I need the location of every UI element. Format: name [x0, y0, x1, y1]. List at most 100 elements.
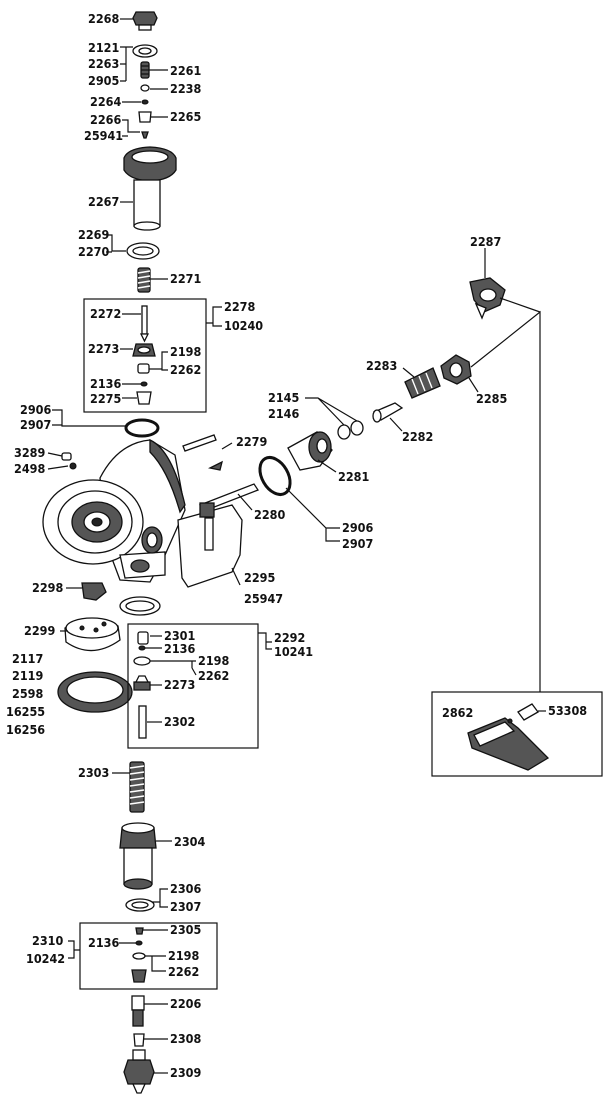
kit-box-2278 [83, 298, 207, 413]
part-2268 [132, 11, 158, 31]
part-2206 [131, 995, 145, 1027]
part-2298 [81, 582, 107, 601]
label-2265: 2265 [170, 109, 201, 124]
part-2136b [138, 645, 146, 651]
label-3289: 3289 [14, 445, 45, 460]
part-2265 [138, 111, 152, 123]
part-2136c [135, 940, 143, 946]
label-2279: 2279 [236, 434, 267, 449]
part-2238 [140, 84, 150, 92]
part-2264 [141, 99, 149, 105]
part-2303 [129, 761, 145, 813]
label-2298: 2298 [32, 580, 63, 595]
label-2145: 2145 [268, 390, 299, 405]
label-2198a: 2198 [170, 344, 201, 359]
label-2292: 2292 [274, 630, 305, 645]
label-2299: 2299 [24, 623, 55, 638]
part-2906b [258, 456, 292, 496]
part-25941 [141, 131, 149, 139]
part-2198a [137, 363, 150, 374]
label-2310: 2310 [32, 933, 63, 948]
label-10241: 10241 [274, 644, 313, 659]
label-16255: 16255 [6, 704, 45, 719]
part-2117-ring [57, 671, 133, 713]
label-2304: 2304 [174, 834, 205, 849]
part-2304 [119, 822, 157, 890]
label-2273b: 2273 [164, 677, 195, 692]
part-3289 [61, 452, 77, 470]
label-2146: 2146 [268, 406, 299, 421]
label-2282: 2282 [402, 429, 433, 444]
label-2238: 2238 [170, 81, 201, 96]
label-2907b: 2907 [342, 536, 373, 551]
label-2905: 2905 [88, 73, 119, 88]
label-2283: 2283 [366, 358, 397, 373]
label-2285: 2285 [476, 391, 507, 406]
label-2136c: 2136 [88, 935, 119, 950]
label-2117: 2117 [12, 651, 43, 666]
kit-box-2292 [127, 623, 259, 749]
label-2119: 2119 [12, 668, 43, 683]
part-main-housing [42, 438, 186, 583]
part-2146 [350, 420, 364, 436]
label-2295: 2295 [244, 570, 275, 585]
label-53308: 53308 [548, 703, 587, 718]
label-2264: 2264 [90, 94, 121, 109]
label-2262c: 2262 [168, 964, 199, 979]
label-2287: 2287 [470, 234, 501, 249]
label-2271: 2271 [170, 271, 201, 286]
label-25941: 25941 [84, 128, 123, 143]
label-25947: 25947 [244, 591, 283, 606]
label-2906b: 2906 [342, 520, 373, 535]
label-2281: 2281 [338, 469, 369, 484]
label-2862: 2862 [442, 705, 473, 720]
leader-lines [47, 18, 546, 1074]
label-2906a: 2906 [20, 402, 51, 417]
part-2136a [140, 381, 148, 387]
label-2278: 2278 [224, 299, 255, 314]
label-2198c: 2198 [168, 948, 199, 963]
label-2303: 2303 [78, 765, 109, 780]
label-2305: 2305 [170, 922, 201, 937]
part-2862 [467, 717, 550, 771]
label-2269: 2269 [78, 227, 109, 242]
label-2301: 2301 [164, 628, 195, 643]
part-2280 [177, 483, 259, 588]
label-2308: 2308 [170, 1031, 201, 1046]
label-2498: 2498 [14, 461, 45, 476]
part-2309 [123, 1049, 155, 1094]
label-2266: 2266 [90, 112, 121, 127]
part-2282 [372, 402, 404, 423]
part-2299 [64, 617, 121, 652]
label-2261: 2261 [170, 63, 201, 78]
label-2280: 2280 [254, 507, 285, 522]
label-2206: 2206 [170, 996, 201, 1011]
label-10242: 10242 [26, 951, 65, 966]
part-2906a [124, 418, 160, 438]
part-2287 [469, 277, 506, 320]
part-2302 [138, 705, 147, 739]
part-2308 [133, 1033, 145, 1047]
label-2198b: 2198 [198, 653, 229, 668]
label-2306: 2306 [170, 881, 201, 896]
label-2270: 2270 [78, 244, 109, 259]
callout-labels: 2268 2121 2263 2905 2261 2238 2264 2266 … [6, 11, 587, 1080]
part-2198b [133, 656, 151, 666]
kit-box-2310 [79, 922, 218, 990]
label-2275: 2275 [90, 391, 121, 406]
label-2273a: 2273 [88, 341, 119, 356]
label-16256: 16256 [6, 722, 45, 737]
part-2275 [136, 391, 152, 405]
label-2262a: 2262 [170, 362, 201, 377]
part-2271 [137, 267, 151, 293]
label-2307: 2307 [170, 899, 201, 914]
label-2309: 2309 [170, 1065, 201, 1080]
part-2281 [287, 431, 333, 471]
part-2145 [337, 424, 351, 440]
label-2272: 2272 [90, 306, 121, 321]
label-2267: 2267 [88, 194, 119, 209]
label-2262b: 2262 [198, 668, 229, 683]
part-2267 [123, 146, 177, 231]
